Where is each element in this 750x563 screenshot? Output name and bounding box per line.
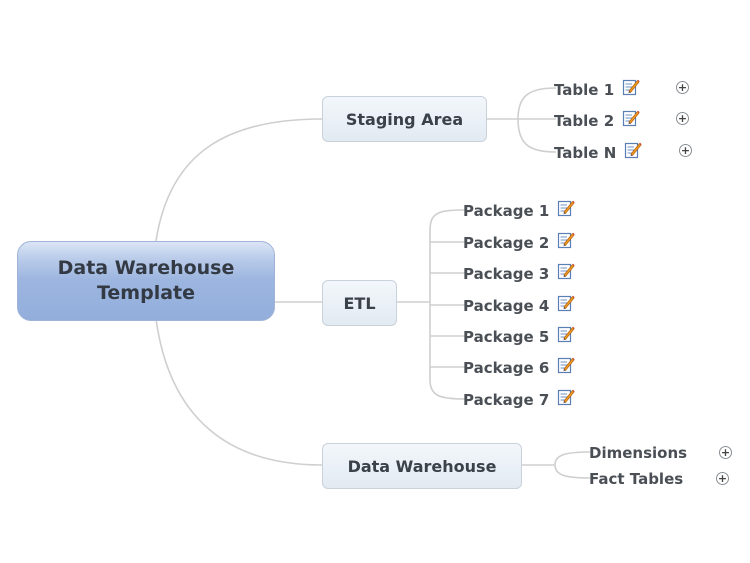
plus-circle-icon[interactable]: + xyxy=(676,112,689,125)
subtopic-package-4[interactable]: Package 4 xyxy=(463,294,575,315)
subtopic-dimensions[interactable]: Dimensions xyxy=(589,444,687,462)
central-topic-line1: Data Warehouse xyxy=(57,257,235,279)
subtopic-table-1[interactable]: Table 1 xyxy=(554,78,640,99)
subtopic-package-7[interactable]: Package 7 xyxy=(463,388,575,409)
subtopic-label: Table 1 xyxy=(554,81,615,99)
plus-circle-icon[interactable]: + xyxy=(676,81,689,94)
subtopic-package-1[interactable]: Package 1 xyxy=(463,199,575,220)
subtopic-label: Package 5 xyxy=(463,328,550,346)
subtopic-label: Package 3 xyxy=(463,265,550,283)
subtopic-fact-tables[interactable]: Fact Tables xyxy=(589,470,683,488)
subtopic-package-3[interactable]: Package 3 xyxy=(463,262,575,283)
plus-circle-icon[interactable]: + xyxy=(719,446,732,459)
subtopic-label: Fact Tables xyxy=(589,470,684,488)
topic-label: Staging Area xyxy=(345,109,464,129)
subtopic-label: Table N xyxy=(554,144,617,162)
plus-circle-icon[interactable]: + xyxy=(679,144,692,157)
note-pencil-icon[interactable] xyxy=(557,231,575,249)
subtopic-label: Package 4 xyxy=(463,297,550,315)
subtopic-package-6[interactable]: Package 6 xyxy=(463,356,575,377)
subtopic-table-n[interactable]: Table N xyxy=(554,141,642,162)
central-topic[interactable]: Data Warehouse Template xyxy=(17,241,275,321)
topic-staging-area[interactable]: Staging Area xyxy=(322,96,487,142)
subtopic-label: Package 7 xyxy=(463,391,550,409)
topic-etl[interactable]: ETL xyxy=(322,280,397,326)
topic-label: Data Warehouse xyxy=(347,456,497,476)
note-pencil-icon[interactable] xyxy=(557,356,575,374)
topic-data-warehouse[interactable]: Data Warehouse xyxy=(322,443,522,489)
topic-label: ETL xyxy=(343,293,376,313)
subtopic-label: Package 2 xyxy=(463,234,550,252)
note-pencil-icon[interactable] xyxy=(557,294,575,312)
subtopic-label: Dimensions xyxy=(589,444,688,462)
subtopic-package-2[interactable]: Package 2 xyxy=(463,231,575,252)
central-topic-line2: Template xyxy=(96,282,196,304)
note-pencil-icon[interactable] xyxy=(622,78,640,96)
subtopic-package-5[interactable]: Package 5 xyxy=(463,325,575,346)
note-pencil-icon[interactable] xyxy=(557,199,575,217)
subtopic-label: Package 6 xyxy=(463,359,550,377)
subtopic-label: Package 1 xyxy=(463,202,550,220)
subtopic-table-2[interactable]: Table 2 xyxy=(554,109,640,130)
note-pencil-icon[interactable] xyxy=(557,262,575,280)
note-pencil-icon[interactable] xyxy=(622,109,640,127)
note-pencil-icon[interactable] xyxy=(624,141,642,159)
subtopic-label: Table 2 xyxy=(554,112,615,130)
note-pencil-icon[interactable] xyxy=(557,388,575,406)
note-pencil-icon[interactable] xyxy=(557,325,575,343)
plus-circle-icon[interactable]: + xyxy=(716,472,729,485)
